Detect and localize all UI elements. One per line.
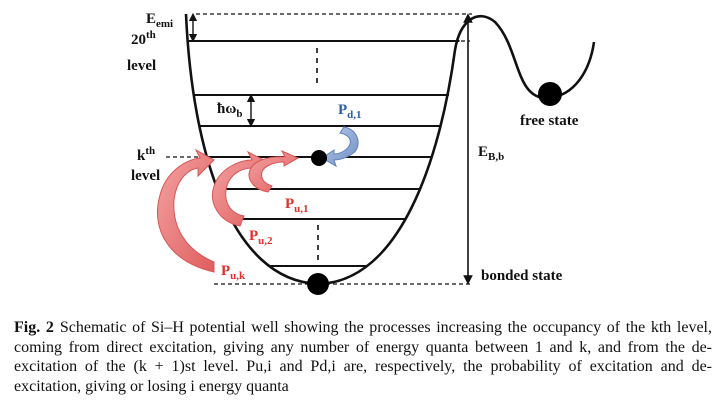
kth-level-particle [311, 150, 327, 166]
p-u2-label: Pu,2 [249, 228, 273, 247]
p-uk-arrow [156, 148, 215, 273]
hbar-omega-label: ħωb [217, 101, 242, 120]
excitation-arrows [156, 148, 300, 273]
caption-figure-label: Fig. 2 [14, 319, 54, 336]
kth-word: level [131, 168, 160, 184]
potential-well-figure: Eemi 20th level ħωb Pd,1 kth level Pu,1 … [127, 11, 596, 295]
e-emi-label: Eemi [146, 11, 173, 30]
free-state-label: free state [520, 113, 579, 129]
p-d1-label: Pd,1 [338, 102, 362, 121]
caption-text: Schematic of Si–H potential well showing… [14, 319, 713, 395]
level-20-label: 20th [131, 29, 156, 48]
kth-label: kth [137, 145, 155, 164]
level-20-word: level [127, 58, 156, 74]
bonded-state-label: bonded state [481, 268, 563, 284]
p-u1-arrow [248, 149, 300, 193]
e-bb-label: EB,b [478, 144, 504, 163]
bonded-state-particle [307, 273, 329, 295]
p-u1-label: Pu,1 [285, 196, 309, 215]
p-d1-arrow [321, 126, 359, 168]
p-uk-label: Pu,k [221, 263, 246, 282]
potential-curve [184, 13, 596, 286]
free-state-particle [538, 82, 562, 106]
